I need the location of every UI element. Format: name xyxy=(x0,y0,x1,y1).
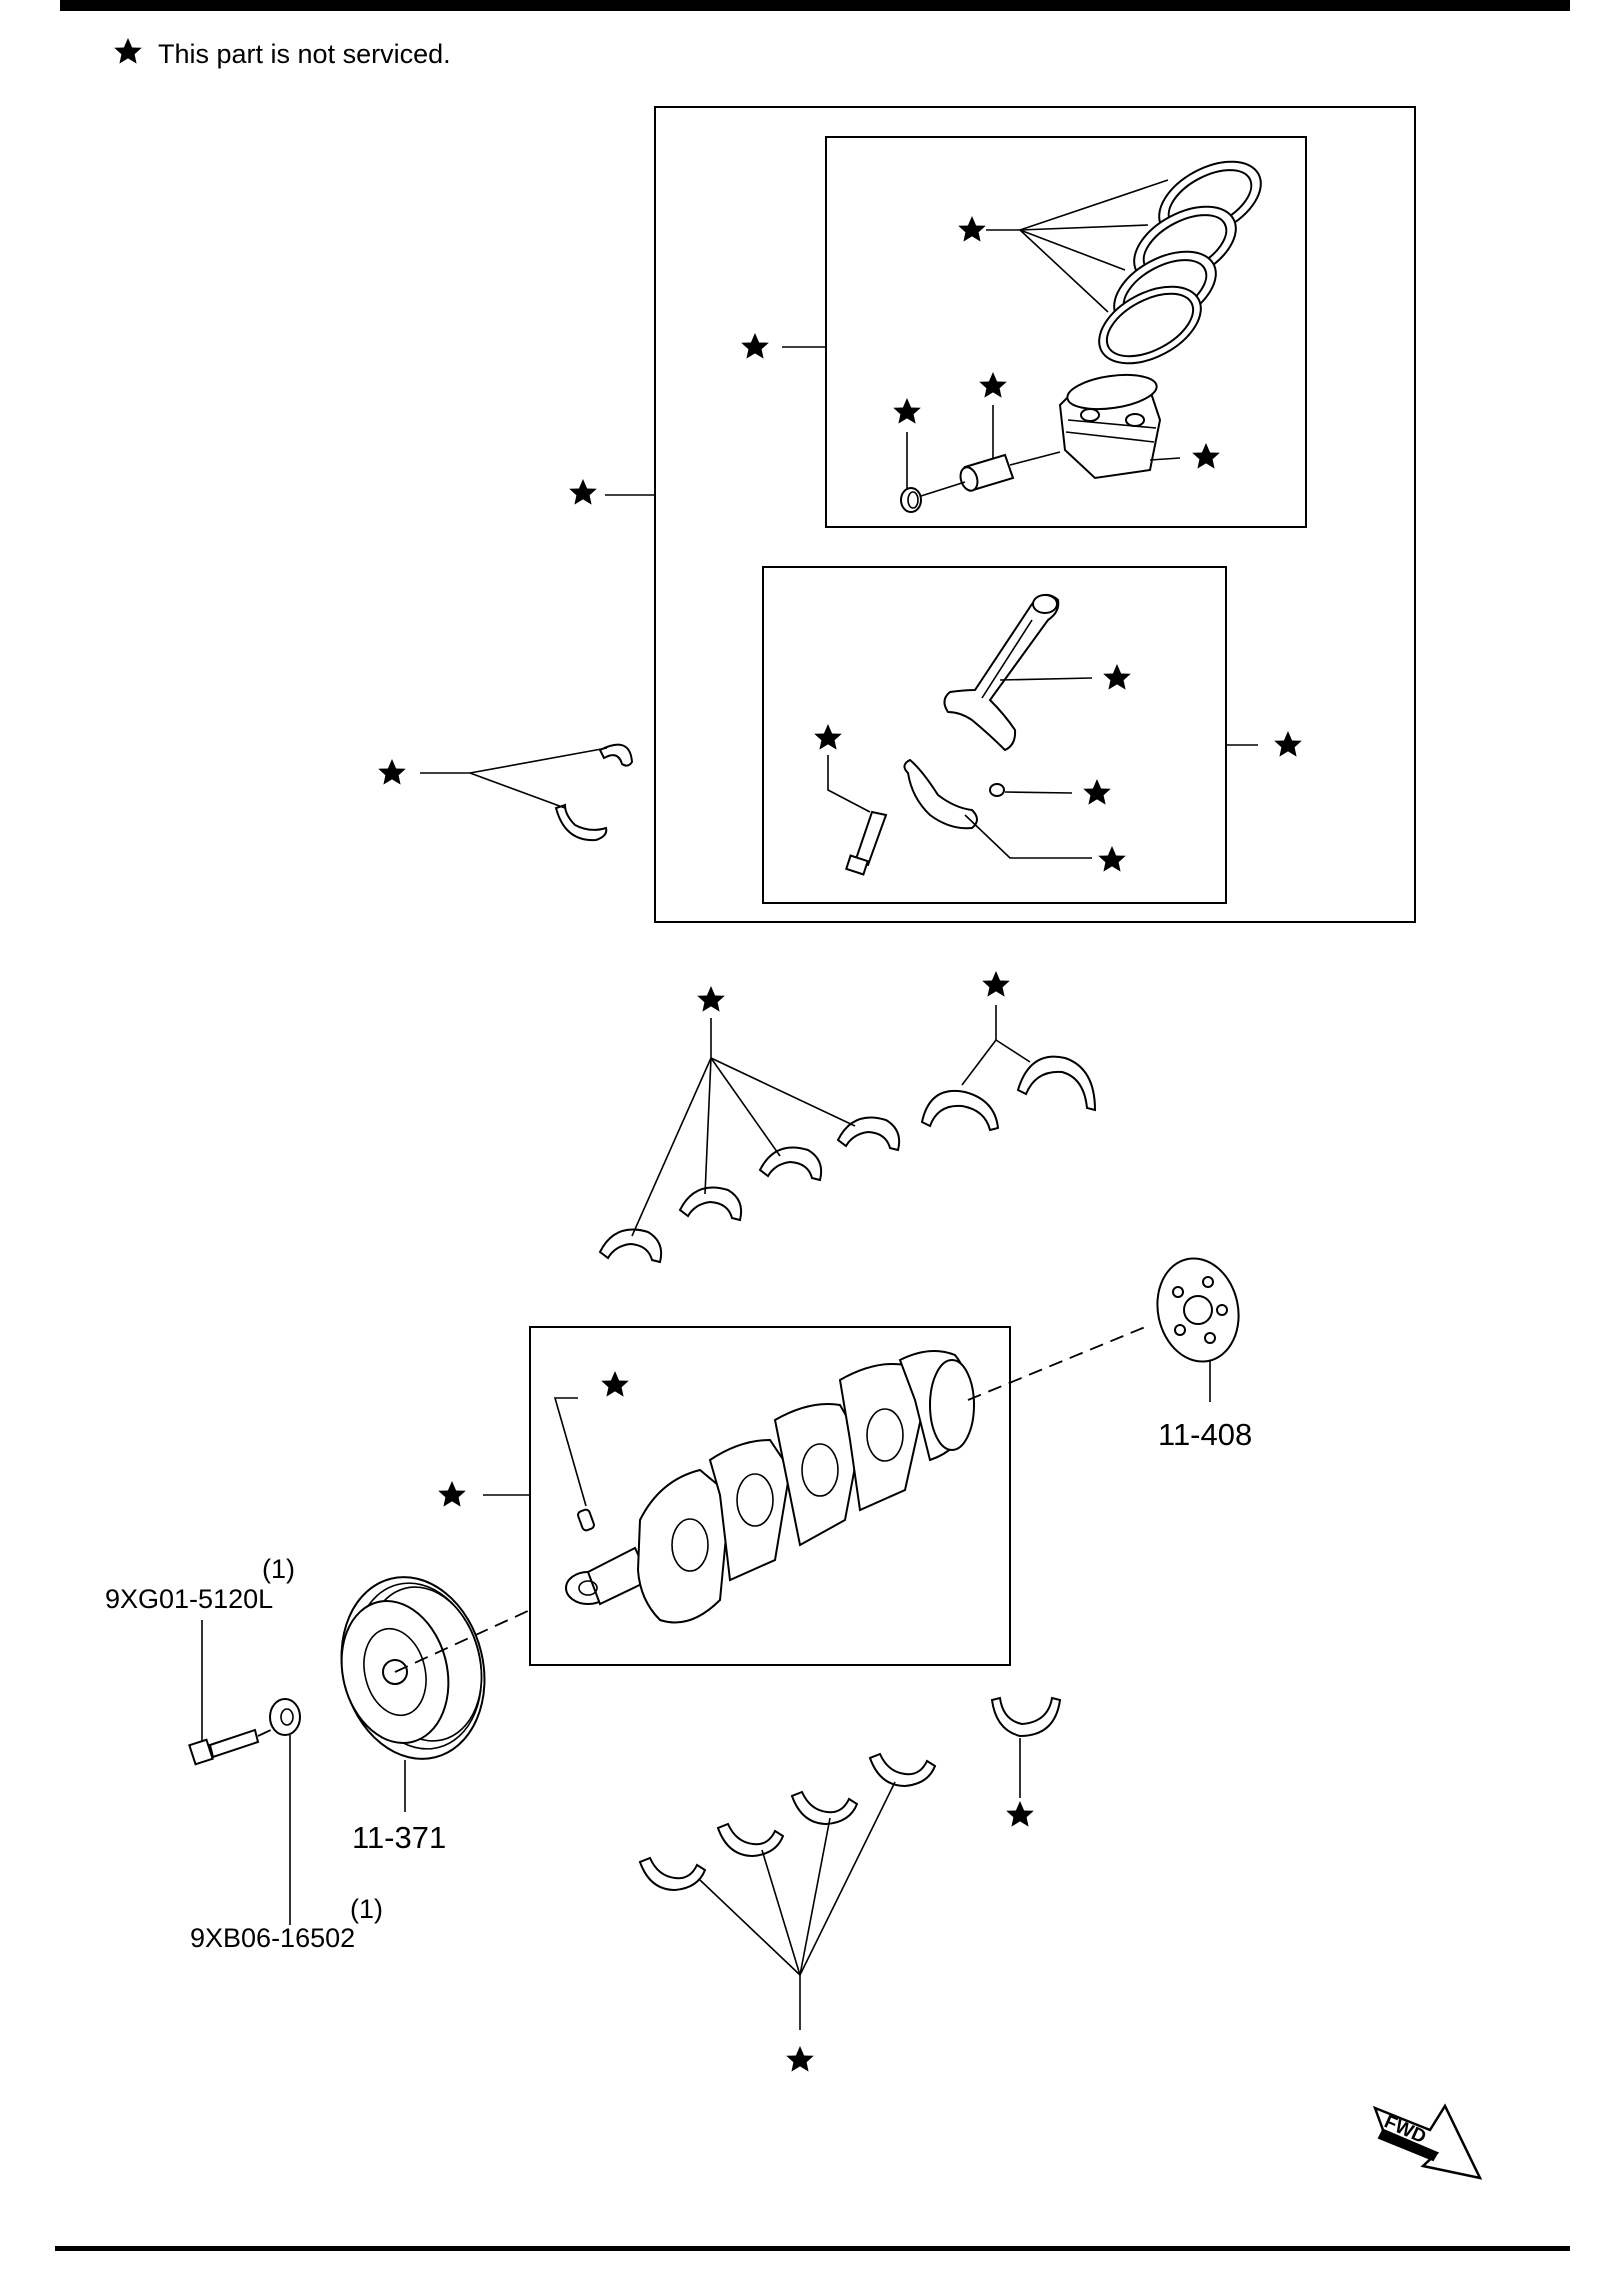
star-icon xyxy=(1083,779,1111,805)
star-icon xyxy=(1192,443,1220,469)
star-icon xyxy=(601,1371,629,1397)
crankshaft-box xyxy=(529,1326,1011,1666)
star-icon xyxy=(114,38,142,64)
thrust-bearing-leaders xyxy=(961,1005,1031,1086)
legend: This part is not serviced. xyxy=(114,38,451,69)
pulley-washer xyxy=(269,1698,301,1736)
star-icon xyxy=(814,724,842,750)
star-icon xyxy=(1103,664,1131,690)
star-icon xyxy=(893,398,921,424)
piston xyxy=(1058,373,1162,480)
rod-bearing-leaders xyxy=(420,747,608,809)
star-icon xyxy=(697,986,725,1012)
callout-washer: 9XB06-16502 xyxy=(190,1923,355,1953)
lower-thrust-bearing xyxy=(990,1696,1062,1738)
crank-plug xyxy=(577,1508,595,1532)
star-icon xyxy=(438,1481,466,1507)
callout-bolt: 9XG01-5120L xyxy=(105,1584,273,1614)
rod-cap xyxy=(903,758,978,830)
callout-flywheel-plate: 11-408 xyxy=(1158,1417,1252,1452)
star-icon xyxy=(786,2046,814,2072)
lower-main-bearings xyxy=(638,1752,937,1892)
star-icon xyxy=(741,333,769,359)
upper-thrust-bearings xyxy=(920,1055,1097,1132)
piston-box xyxy=(825,136,1307,528)
callout-bolt-qty: (1) xyxy=(262,1554,295,1584)
footer-rule xyxy=(55,2246,1570,2251)
star-icon xyxy=(979,372,1007,398)
upper-main-bearings xyxy=(598,1116,901,1264)
rod-bolt xyxy=(845,810,888,876)
crankshaft xyxy=(565,1350,975,1624)
rod-nut xyxy=(989,783,1005,797)
callout-washer-qty: (1) xyxy=(350,1894,383,1924)
lower-bearing-leaders xyxy=(699,1781,896,2030)
star-icon xyxy=(569,479,597,505)
piston-rings xyxy=(1098,160,1262,365)
drive-plate xyxy=(1156,1257,1240,1363)
snap-ring xyxy=(900,481,966,513)
star-icon xyxy=(378,759,406,785)
legend-text: This part is not serviced. xyxy=(158,39,451,69)
callout-crank-pulley: 11-371 xyxy=(352,1820,446,1855)
star-icon xyxy=(958,216,986,242)
pulley-bolt xyxy=(188,1728,260,1766)
crank-pulley xyxy=(340,1576,486,1760)
upper-bearing-leaders xyxy=(631,1018,856,1237)
rod-bearing xyxy=(554,743,634,842)
piston-pin xyxy=(959,453,1015,492)
piston-rod-assembly-box xyxy=(654,106,1416,923)
star-icon xyxy=(1274,731,1302,757)
connecting-rod-box xyxy=(762,566,1227,904)
star-icon xyxy=(1006,1801,1034,1827)
fwd-arrow-icon: FWD xyxy=(1372,2103,1483,2180)
connecting-rod xyxy=(943,593,1060,752)
star-icon xyxy=(1098,846,1126,872)
header-bar xyxy=(60,0,1570,11)
star-icon xyxy=(982,971,1010,997)
rings-leaders xyxy=(1019,179,1169,313)
